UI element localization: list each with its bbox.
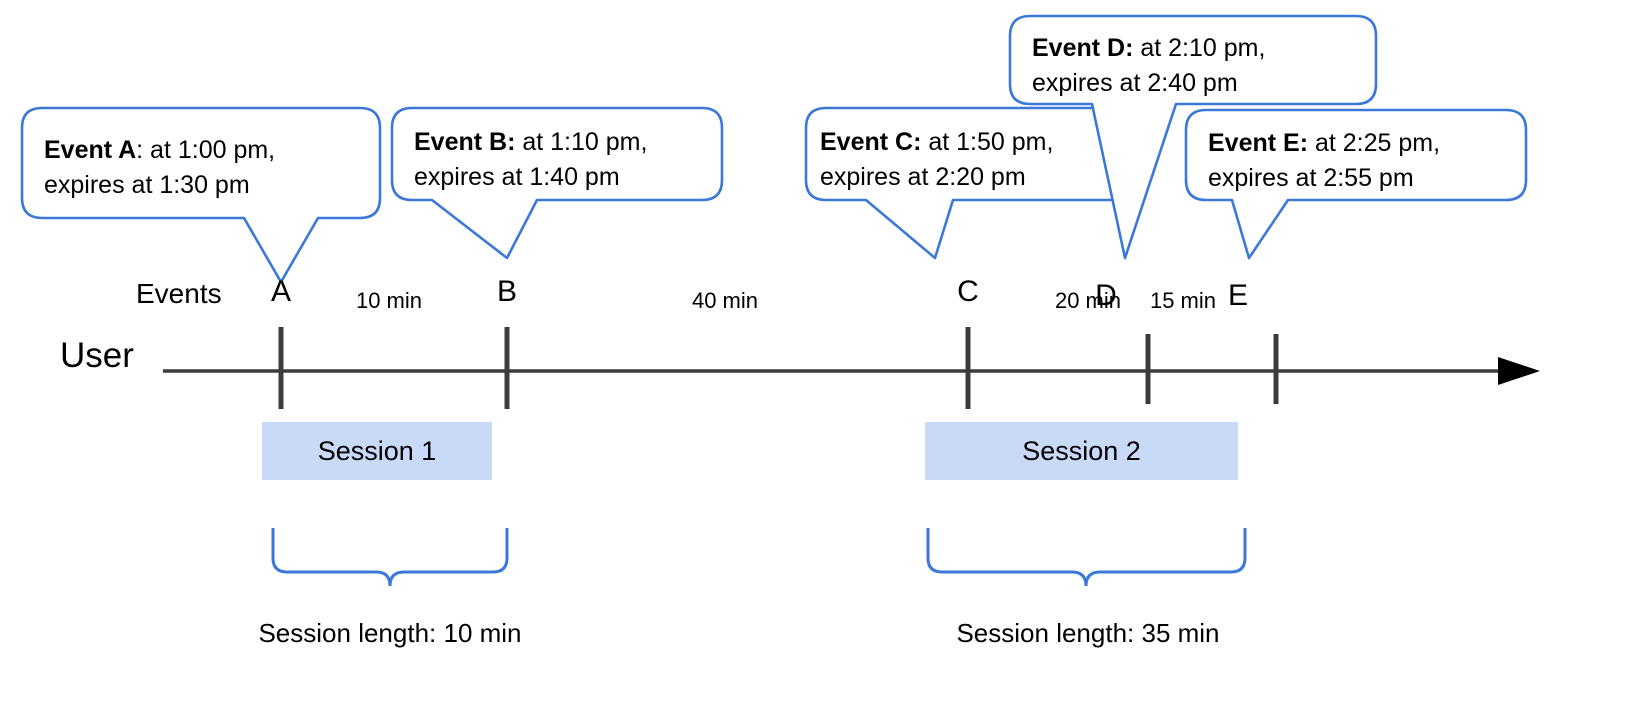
callout-shape-a	[20, 106, 382, 284]
session-box-1-label: Session 1	[317, 435, 437, 466]
session-brace-1	[271, 528, 509, 587]
events-row-label: Events	[136, 278, 222, 309]
marker-label-a: A	[270, 275, 291, 308]
marker-label-d: D	[1095, 279, 1117, 312]
marker-label-e: E	[1227, 279, 1248, 312]
session-box-1: Session 1	[262, 422, 492, 480]
gap-label-c-d: 20 min	[1054, 288, 1122, 313]
callout-shape-e	[1184, 108, 1528, 260]
gap-label-a-b: 10 min	[355, 288, 423, 313]
session-length-caption-1: Session length: 10 min	[258, 618, 522, 648]
session-box-2: Session 2	[925, 422, 1238, 480]
gap-label-d-e: 15 min	[1149, 288, 1217, 313]
session-length-caption-2: Session length: 35 min	[956, 618, 1220, 648]
session-box-2-label: Session 2	[1022, 435, 1141, 466]
marker-label-c: C	[957, 275, 979, 308]
axis-row-label-user: User	[60, 336, 134, 375]
gap-label-b-c: 40 min	[691, 288, 759, 313]
marker-label-b: B	[496, 275, 517, 308]
session-brace-2	[926, 528, 1247, 587]
timeline-arrowhead	[1498, 357, 1540, 385]
callout-shape-d	[1008, 14, 1378, 260]
callout-shape-b	[390, 106, 724, 260]
